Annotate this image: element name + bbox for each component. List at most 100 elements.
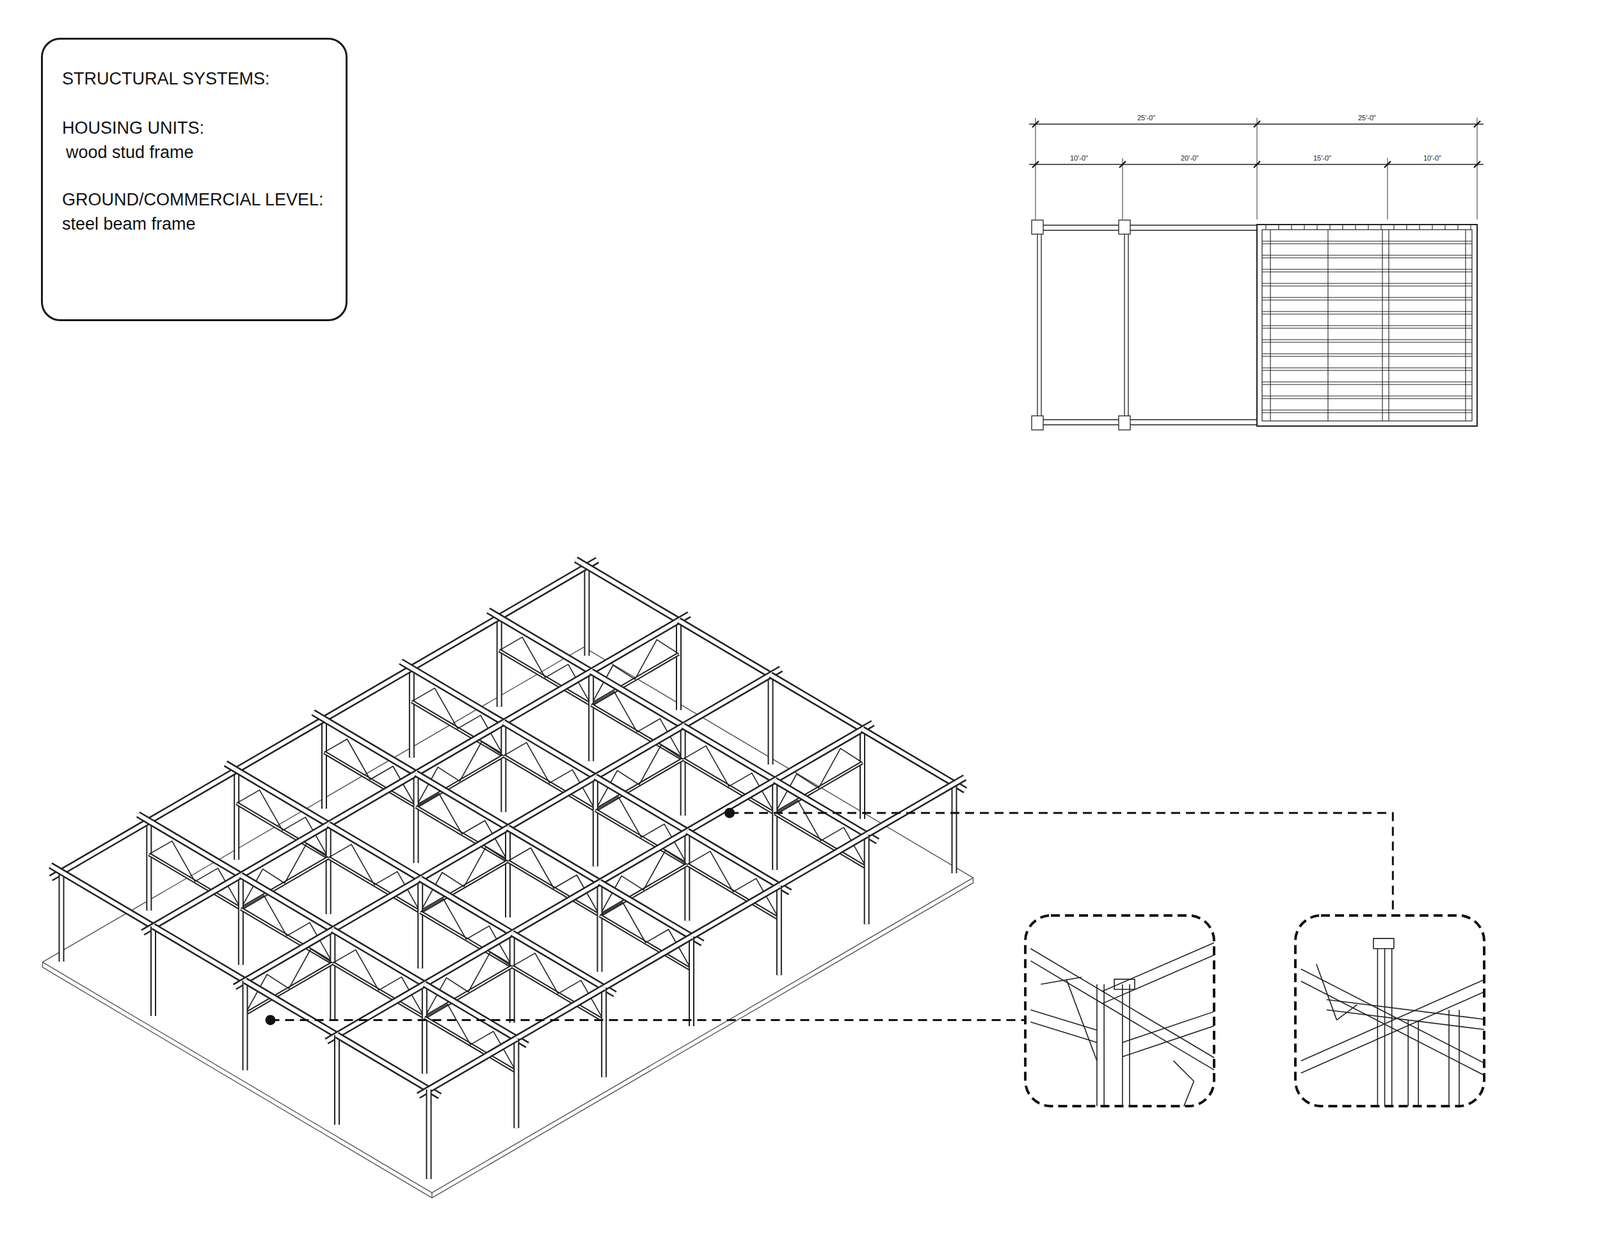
steel-column-fill (514, 1038, 518, 1129)
detail-member (1122, 1024, 1215, 1058)
steel-beam (416, 722, 504, 774)
steel-beam (775, 780, 879, 842)
steel-beam-fill (328, 824, 421, 880)
wood-joist (1262, 327, 1472, 329)
detail-member (1458, 1009, 1460, 1107)
steel-column (58, 872, 65, 962)
steel-column (500, 722, 507, 813)
steel-column-fill (427, 1089, 431, 1180)
wood-stud (1470, 224, 1471, 230)
steel-column-fill (151, 926, 155, 1017)
detail-member (1377, 949, 1379, 1107)
steel-column-fill (418, 879, 422, 969)
steel-beam (332, 929, 425, 985)
steel-beam (240, 824, 329, 877)
steel-column-fill (497, 617, 502, 708)
detail-member (1407, 1020, 1409, 1107)
steel-column-fill (335, 1035, 339, 1126)
steel-beam (234, 929, 333, 987)
steel-beam-fill (775, 723, 873, 781)
wood-stud (1464, 229, 1466, 422)
steel-column (771, 780, 778, 871)
steel-beam (682, 726, 776, 781)
steel-beam-fill (687, 780, 776, 832)
steel-beam-fill (516, 988, 605, 1040)
steel-column (417, 879, 424, 969)
framing-plan (1029, 117, 1484, 431)
steel-beam-fill (775, 780, 879, 842)
wood-stud (1380, 224, 1382, 230)
steel-beam (503, 672, 592, 724)
steel-beam-fill (337, 1035, 441, 1097)
steel-beam-fill (508, 828, 601, 883)
dimension-text: 10'-0" (1422, 154, 1443, 163)
dimension-tick (1253, 120, 1261, 128)
dimension-text: 20'-0" (1179, 154, 1200, 163)
steel-column (951, 784, 958, 874)
steel-column (334, 1035, 340, 1126)
steel-beam-fill (604, 936, 692, 989)
detail-member (1326, 1000, 1485, 1021)
wood-stud (1290, 224, 1292, 230)
ground-slab (42, 647, 973, 1194)
steel-column-fill (327, 824, 331, 915)
extension-line (1387, 158, 1389, 220)
steel-column (426, 1089, 432, 1180)
steel-beam (424, 984, 528, 1046)
leader-line (729, 813, 1393, 916)
steel-column-fill (239, 875, 243, 966)
detail-member (1122, 1009, 1215, 1043)
steel-beam (691, 885, 780, 937)
detail-member (1040, 977, 1082, 985)
wood-joist (1262, 355, 1472, 357)
steel-beam (416, 773, 509, 829)
detail-member (1391, 949, 1393, 1107)
steel-beam-fill (499, 560, 598, 617)
steel-column-fill (510, 933, 514, 1024)
plan-beam (1035, 419, 1257, 420)
steel-column-fill (593, 776, 598, 867)
steel-beam (312, 712, 416, 774)
box-text: GROUND/COMMERCIAL LEVEL: (62, 188, 324, 211)
plan-outline (1256, 224, 1478, 427)
steel-beam-fill (153, 926, 246, 982)
detail-member (1448, 1009, 1450, 1107)
steel-beam (591, 614, 690, 672)
steel-beam-fill (595, 726, 683, 778)
steel-column-fill (243, 981, 248, 1071)
detail-member (1301, 990, 1485, 1074)
steel-beam (595, 776, 688, 832)
extension-line (1477, 117, 1478, 220)
wood-joist (1262, 384, 1472, 385)
plan-beam (1036, 230, 1038, 420)
steel-beam-fill (576, 560, 680, 621)
plan-beam (1123, 230, 1125, 420)
steel-beam-fill (424, 984, 528, 1046)
steel-beam (149, 770, 237, 822)
plan-column (1118, 416, 1131, 431)
steel-beam (866, 777, 965, 835)
detail-member (1316, 964, 1337, 1021)
steel-beam-fill (416, 722, 504, 774)
dimension-tick (1032, 161, 1039, 168)
steel-beam (332, 879, 421, 931)
wood-stud (1367, 224, 1369, 230)
steel-beam (324, 668, 413, 720)
steel-beam (862, 729, 966, 791)
plan-beam (1035, 424, 1257, 425)
wood-stud (1444, 224, 1446, 230)
steel-beam (778, 835, 867, 887)
steel-beam (411, 617, 500, 669)
steel-beam-fill (142, 875, 241, 933)
legend-box: STRUCTURAL SYSTEMS:HOUSING UNITS:wood st… (40, 37, 348, 322)
wood-joist (1262, 311, 1472, 312)
steel-column (325, 824, 332, 915)
steel-column (684, 831, 690, 921)
steel-beam (153, 926, 246, 982)
detail-member (1030, 1022, 1097, 1044)
ground-slab-edge (42, 962, 432, 1199)
steel-column-fill (865, 835, 869, 925)
wood-joist (1262, 367, 1472, 368)
detail-member (1103, 984, 1105, 1107)
wood-stud (1303, 224, 1305, 230)
